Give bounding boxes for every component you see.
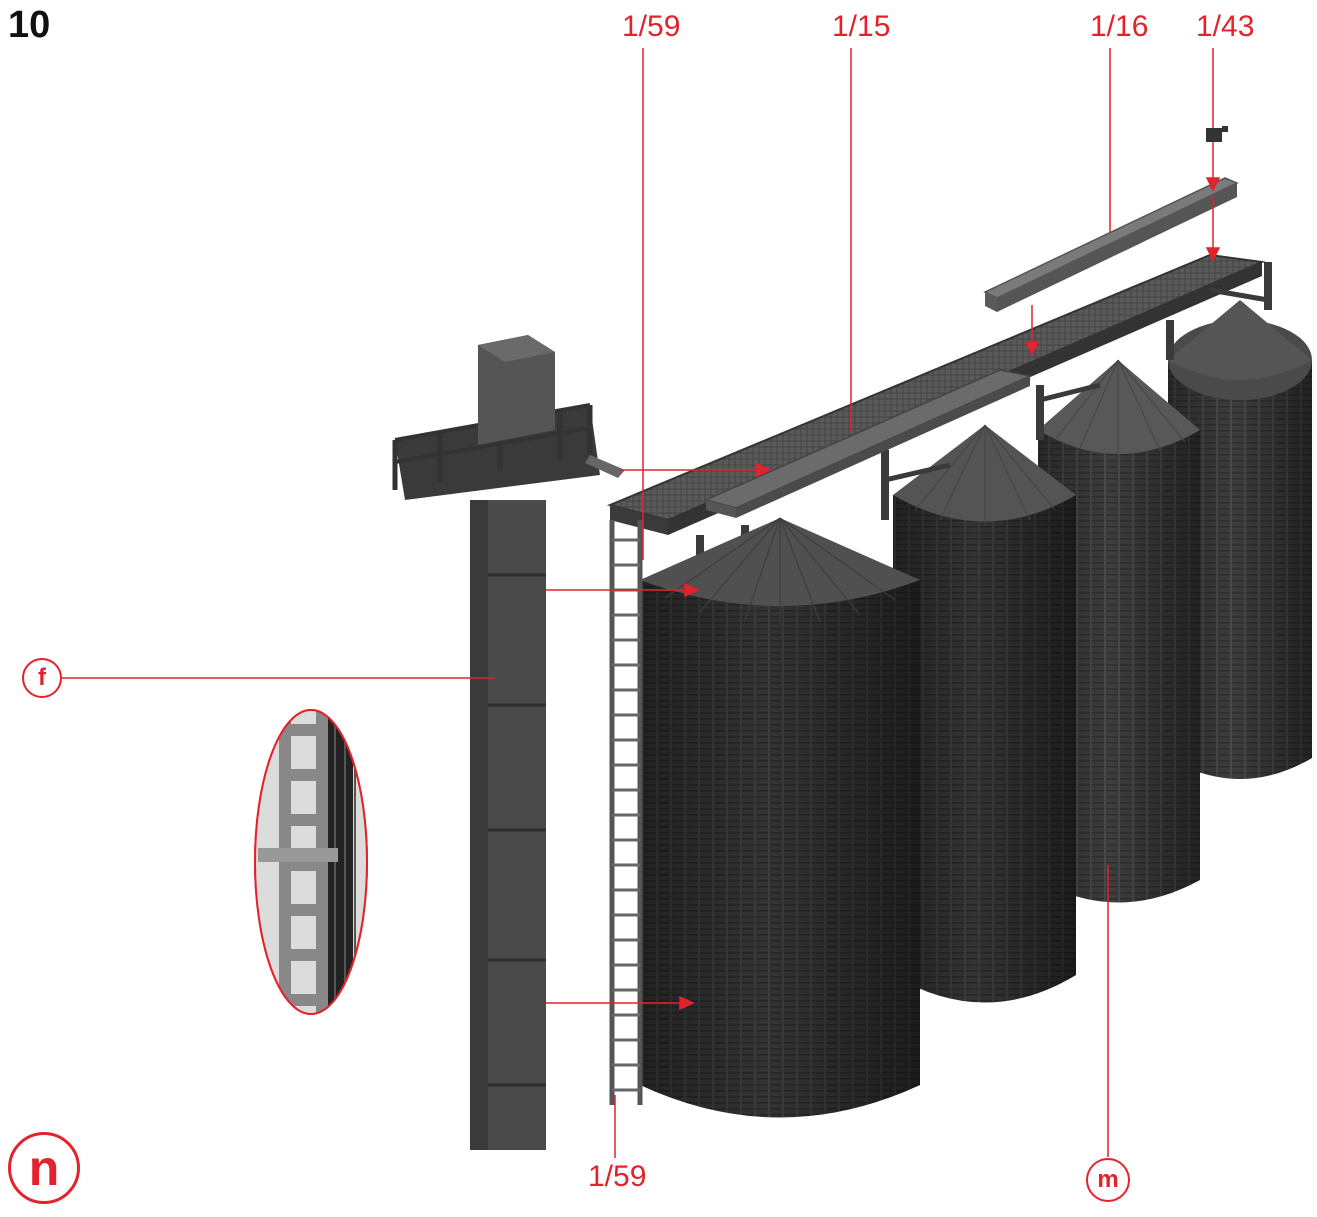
step-number: 10 — [8, 4, 51, 46]
part-label-1-43: 1/43 — [1196, 10, 1255, 43]
callout-n: n — [8, 1132, 80, 1204]
silo-2 — [893, 424, 1076, 1003]
leader-lines — [62, 48, 1221, 1158]
small-part — [1206, 126, 1228, 142]
silo-3 — [1038, 359, 1200, 903]
silo-4 — [1168, 300, 1312, 779]
part-label-1-16: 1/16 — [1090, 10, 1149, 43]
conveyor-cover-upper — [983, 177, 1239, 312]
callout-m: m — [1086, 1158, 1130, 1202]
part-label-1-15: 1/15 — [832, 10, 891, 43]
part-label-1-59-top: 1/59 — [622, 10, 681, 43]
ladder-detail-inset — [254, 709, 368, 1015]
elevator-tower — [392, 335, 625, 1150]
conveyor-cover — [703, 369, 1033, 518]
part-label-1-59-bottom: 1/59 — [588, 1160, 647, 1193]
silo-ladder — [609, 520, 643, 1105]
silo-1 — [640, 517, 920, 1118]
callout-f: f — [22, 658, 62, 698]
